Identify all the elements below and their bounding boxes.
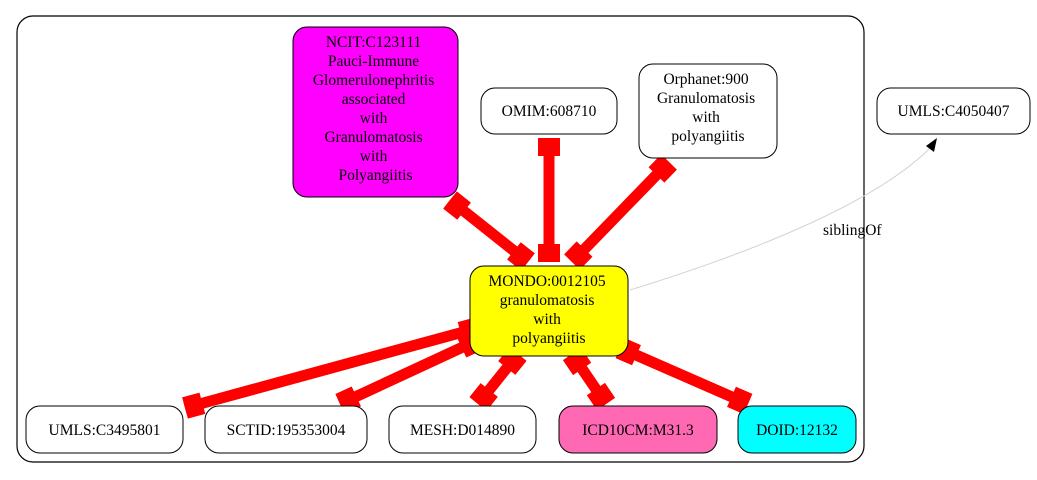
- node-icd10cm-box: [558, 405, 718, 454]
- sibling-edge-arrowhead: [926, 138, 937, 152]
- node-omim-label: OMIM:608710: [502, 103, 597, 120]
- node-umls[interactable]: UMLS:C3495801: [25, 405, 184, 454]
- edge-orphanet-line: [568, 158, 673, 266]
- edge-umls-line: [183, 322, 480, 414]
- node-center-label: MONDO:0012105 granulomatosis with polyan…: [489, 273, 610, 347]
- node-sctid-box: [204, 405, 368, 454]
- edge-omim-source-marker: [538, 138, 560, 156]
- node-doid[interactable]: DOID:12132: [737, 405, 857, 454]
- edge-ncit-source-marker: [443, 191, 471, 220]
- node-omim[interactable]: OMIM:608710: [480, 87, 618, 135]
- node-mesh[interactable]: MESH:D014890: [388, 405, 537, 454]
- node-ncit-box: [292, 26, 459, 198]
- node-icd10cm[interactable]: ICD10CM:M31.3: [558, 405, 718, 454]
- edge-orphanet-center: [564, 154, 677, 270]
- edge-sctid-line: [337, 335, 481, 409]
- node-doid-box: [737, 405, 857, 454]
- edge-orphanet-source-marker: [648, 154, 677, 183]
- node-doid-label: DOID:12132: [756, 422, 838, 439]
- node-orphanet[interactable]: Orphanet:900 Granulomatosis with polyang…: [638, 63, 778, 159]
- node-sctid-label: SCTID:195353004: [227, 422, 346, 439]
- node-center[interactable]: MONDO:0012105 granulomatosis with polyan…: [469, 265, 629, 357]
- node-mesh-box: [388, 405, 537, 454]
- edge-icd10cm-source-marker: [586, 382, 616, 411]
- edge-mesh-source-marker: [469, 383, 498, 411]
- edge-omim-target-marker: [538, 244, 560, 262]
- edge-ncit-target-marker: [507, 242, 535, 271]
- edge-orphanet-target-marker: [564, 241, 593, 270]
- node-orphanet-box: [638, 63, 778, 159]
- node-mesh-label: MESH:D014890: [410, 422, 515, 439]
- edge-ncit-center: [443, 191, 535, 271]
- node-center-box: [469, 265, 629, 357]
- node-umls-box: [25, 405, 184, 454]
- node-omim-box: [480, 87, 618, 135]
- node-icd10cm-label: ICD10CM:M31.3: [582, 422, 694, 439]
- edge-omim-center: [538, 138, 560, 262]
- sibling-edge: siblingOf: [629, 138, 937, 291]
- sibling-edge-line: [629, 145, 933, 291]
- sibling-edge-label: siblingOf: [823, 222, 882, 239]
- edge-umls-source-marker: [182, 392, 206, 419]
- node-sctid[interactable]: SCTID:195353004: [204, 405, 368, 454]
- node-orphanet-label: Orphanet:900 Granulomatosis with polyang…: [657, 71, 759, 145]
- node-ncit[interactable]: NCIT:C123111 Pauci-Immune Glomerulonephr…: [292, 26, 459, 198]
- node-umls-outer-box: [876, 87, 1031, 135]
- node-umls-label: UMLS:C3495801: [49, 422, 161, 439]
- node-ncit-label: NCIT:C123111 Pauci-Immune Glomerulonephr…: [313, 34, 438, 184]
- edge-doid-line: [617, 342, 751, 410]
- node-umls-outer-label: UMLS:C4050407: [898, 103, 1010, 120]
- node-umls-outer[interactable]: UMLS:C4050407: [876, 87, 1031, 135]
